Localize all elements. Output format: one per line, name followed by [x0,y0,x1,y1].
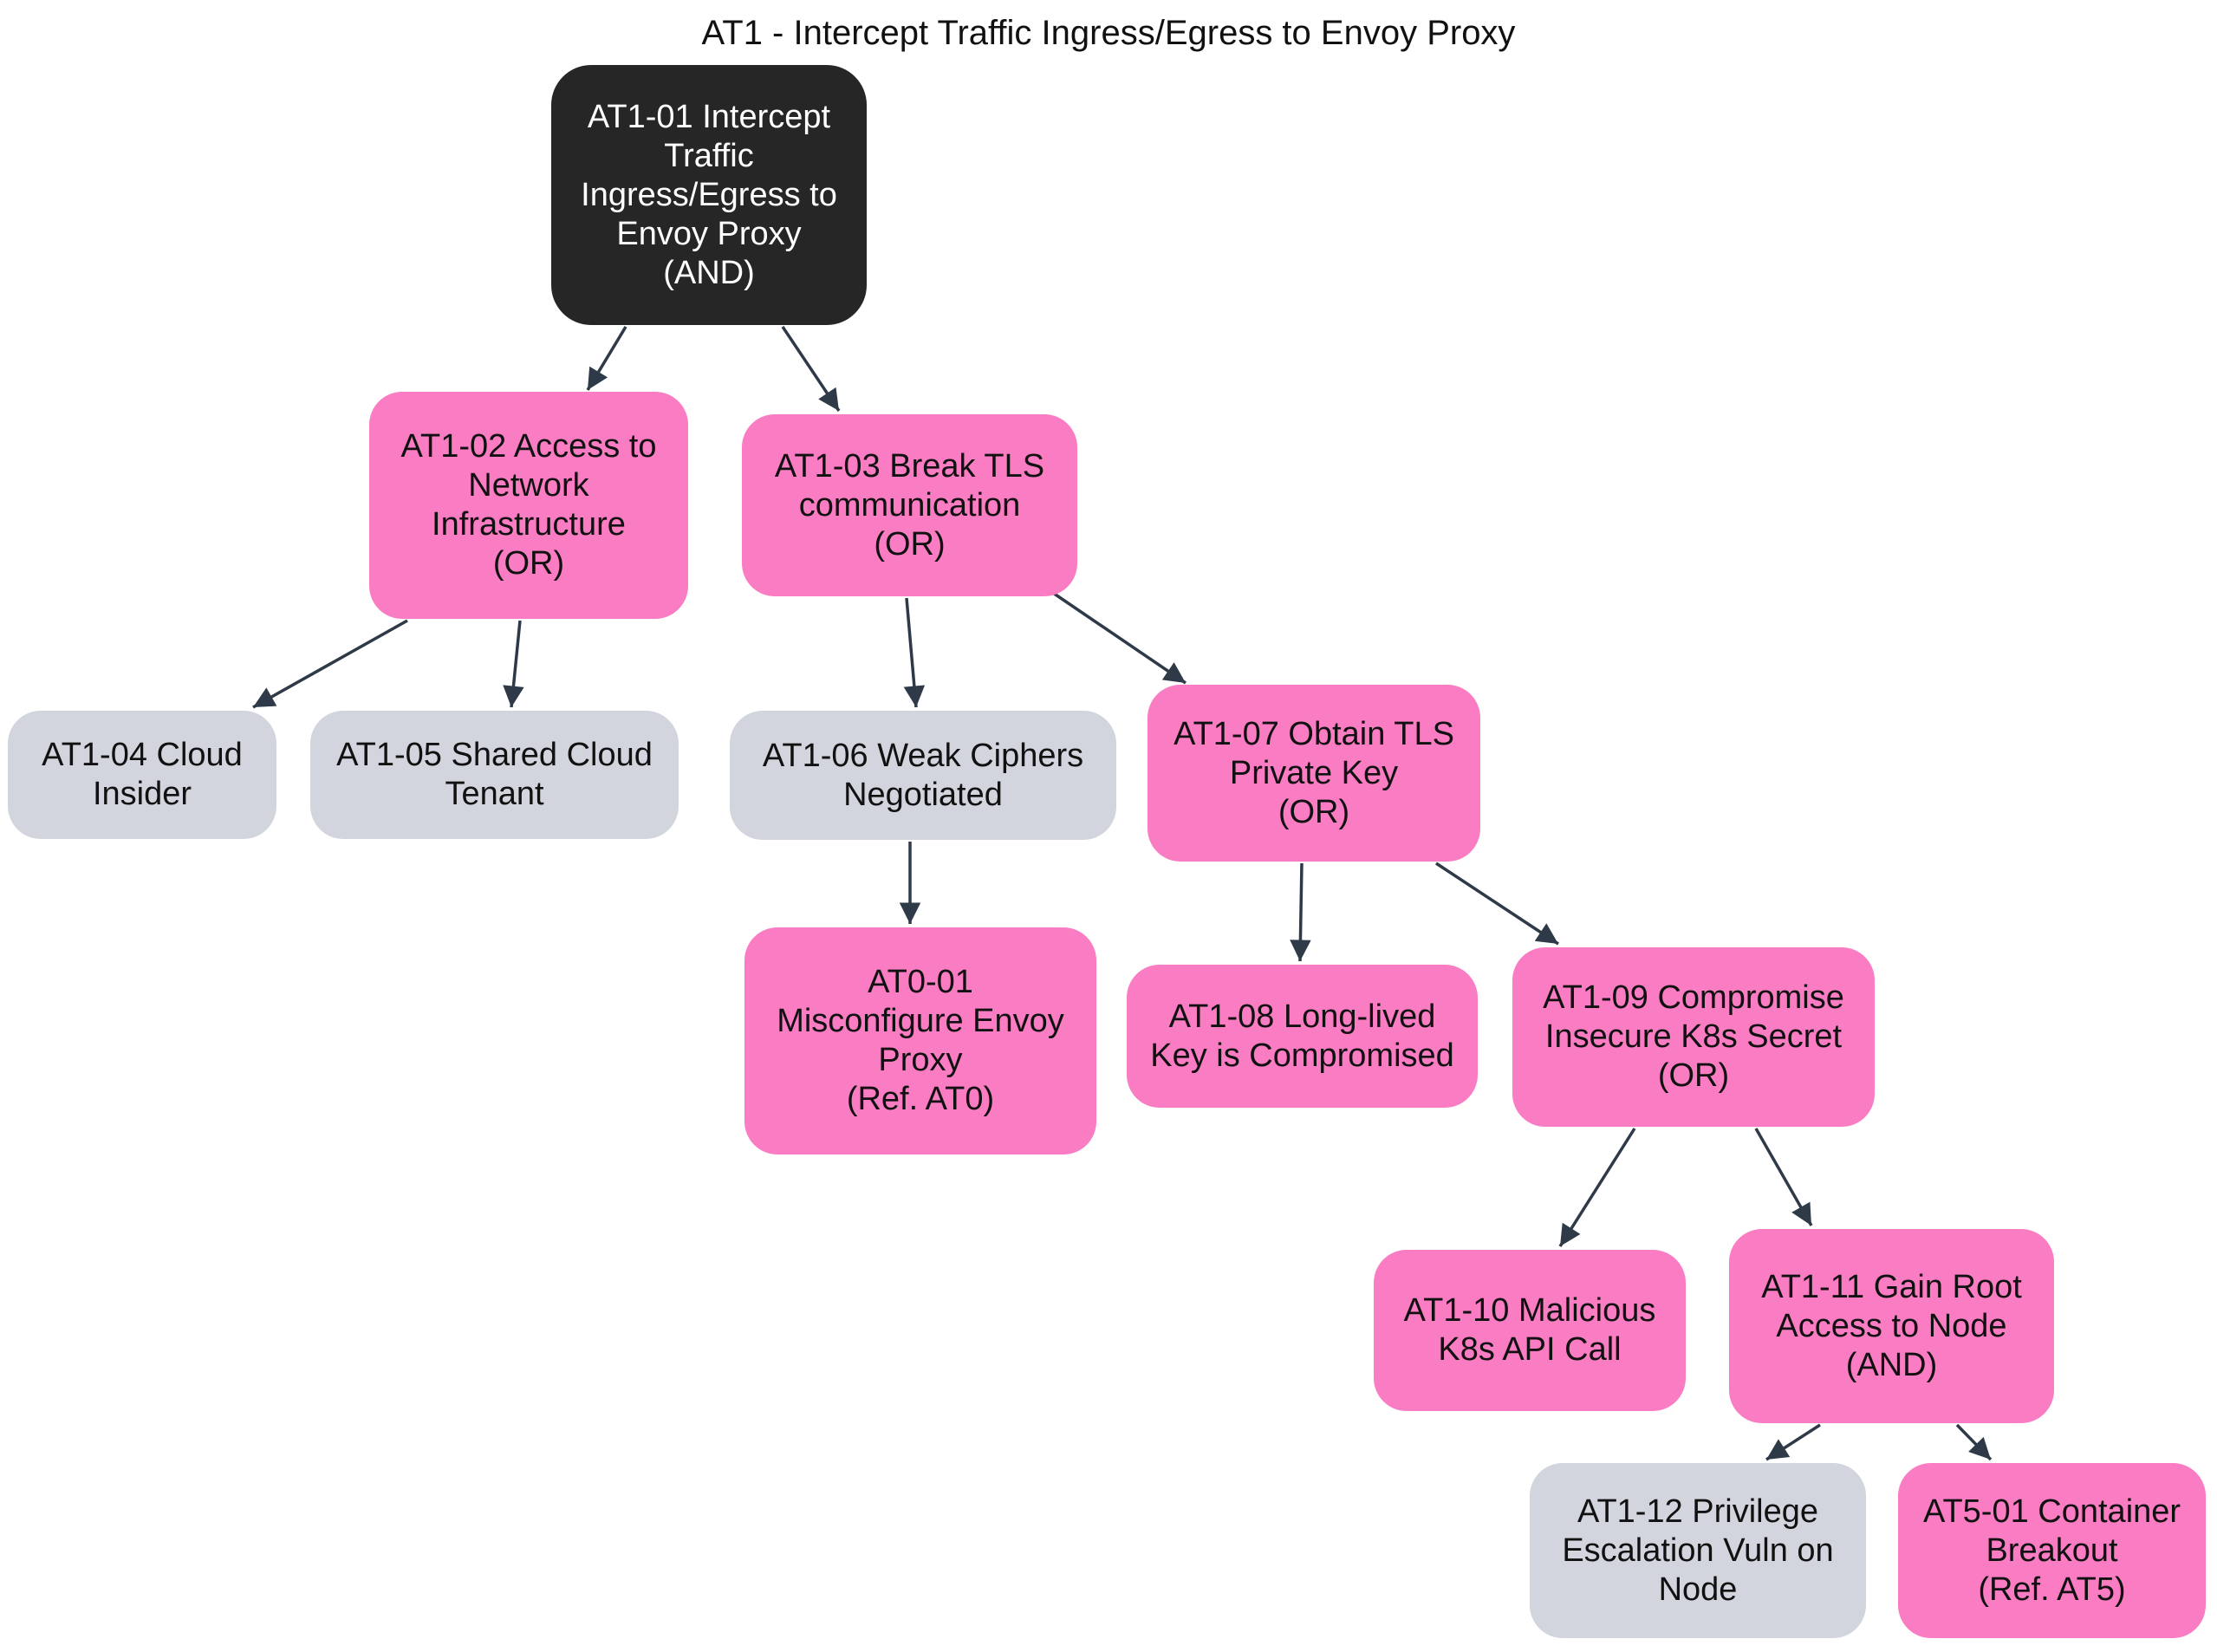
node-label: AT1-07 Obtain TLS Private Key (OR) [1174,715,1454,830]
edge-at1-07-to-at1-09 [1435,862,1559,946]
edge-at1-03-to-at1-07 [1050,589,1187,685]
node-label: AT1-11 Gain Root Access to Node (AND) [1761,1268,2022,1383]
edge-at1-11-to-at1-12 [1765,1423,1821,1461]
node-label: AT1-02 Access to Network Infrastructure … [400,428,657,582]
node-at1-02-access-network-infrastructure: AT1-02 Access to Network Infrastructure … [369,392,688,619]
node-label: AT1-12 Privilege Escalation Vuln on Node [1562,1493,1834,1608]
edge-at1-07-to-at1-08 [1290,862,1311,962]
node-label: AT1-01 Intercept Traffic Ingress/Egress … [581,98,837,291]
edge-at1-01-to-at1-02 [586,326,627,391]
edge-at1-02-to-at1-04 [252,619,408,709]
node-at5-01-container-breakout: AT5-01 Container Breakout (Ref. AT5) [1898,1463,2206,1638]
node-at1-10-malicious-k8s-api-call: AT1-10 Malicious K8s API Call [1374,1250,1686,1411]
node-at1-12-privilege-escalation-vuln: AT1-12 Privilege Escalation Vuln on Node [1530,1463,1866,1638]
node-at1-01-intercept-traffic: AT1-01 Intercept Traffic Ingress/Egress … [551,65,867,325]
node-at1-05-shared-cloud-tenant: AT1-05 Shared Cloud Tenant [310,711,679,839]
edge-at1-03-to-at1-06 [903,597,926,708]
edge-at1-01-to-at1-03 [781,326,841,412]
node-label: AT1-05 Shared Cloud Tenant [336,737,653,812]
node-at1-09-compromise-insecure-k8s-secret: AT1-09 Compromise Insecure K8s Secret (O… [1512,947,1875,1127]
edge-at1-09-to-at1-10 [1558,1128,1636,1247]
node-at1-07-obtain-tls-private-key: AT1-07 Obtain TLS Private Key (OR) [1148,685,1480,862]
node-at1-04-cloud-insider: AT1-04 Cloud Insider [8,711,276,839]
diagram-title: AT1 - Intercept Traffic Ingress/Egress t… [701,14,1516,52]
node-label: AT1-04 Cloud Insider [42,737,243,812]
node-label: AT5-01 Container Breakout (Ref. AT5) [1922,1493,2181,1608]
node-at1-03-break-tls-communication: AT1-03 Break TLS communication (OR) [742,414,1077,596]
node-at1-08-long-lived-key-compromised: AT1-08 Long-lived Key is Compromised [1127,965,1478,1108]
edge-at1-02-to-at1-05 [503,620,524,708]
node-label: AT1-03 Break TLS communication (OR) [774,447,1045,563]
node-label: AT1-08 Long-lived Key is Compromised [1150,998,1454,1074]
node-label: AT1-09 Compromise Insecure K8s Secret (O… [1543,979,1844,1094]
node-at0-01-misconfigure-envoy-proxy: AT0-01 Misconfigure Envoy Proxy (Ref. AT… [744,927,1096,1154]
node-at1-11-gain-root-access-node: AT1-11 Gain Root Access to Node (AND) [1729,1229,2054,1423]
node-label: AT0-01 Misconfigure Envoy Proxy (Ref. AT… [777,964,1064,1117]
node-label: AT1-06 Weak Ciphers Negotiated [762,737,1084,813]
node-label: AT1-10 Malicious K8s API Call [1403,1292,1656,1368]
node-at1-06-weak-ciphers-negotiated: AT1-06 Weak Ciphers Negotiated [730,711,1116,840]
edge-at1-11-to-at5-01 [1955,1423,1993,1461]
edge-at1-09-to-at1-11 [1754,1128,1813,1226]
